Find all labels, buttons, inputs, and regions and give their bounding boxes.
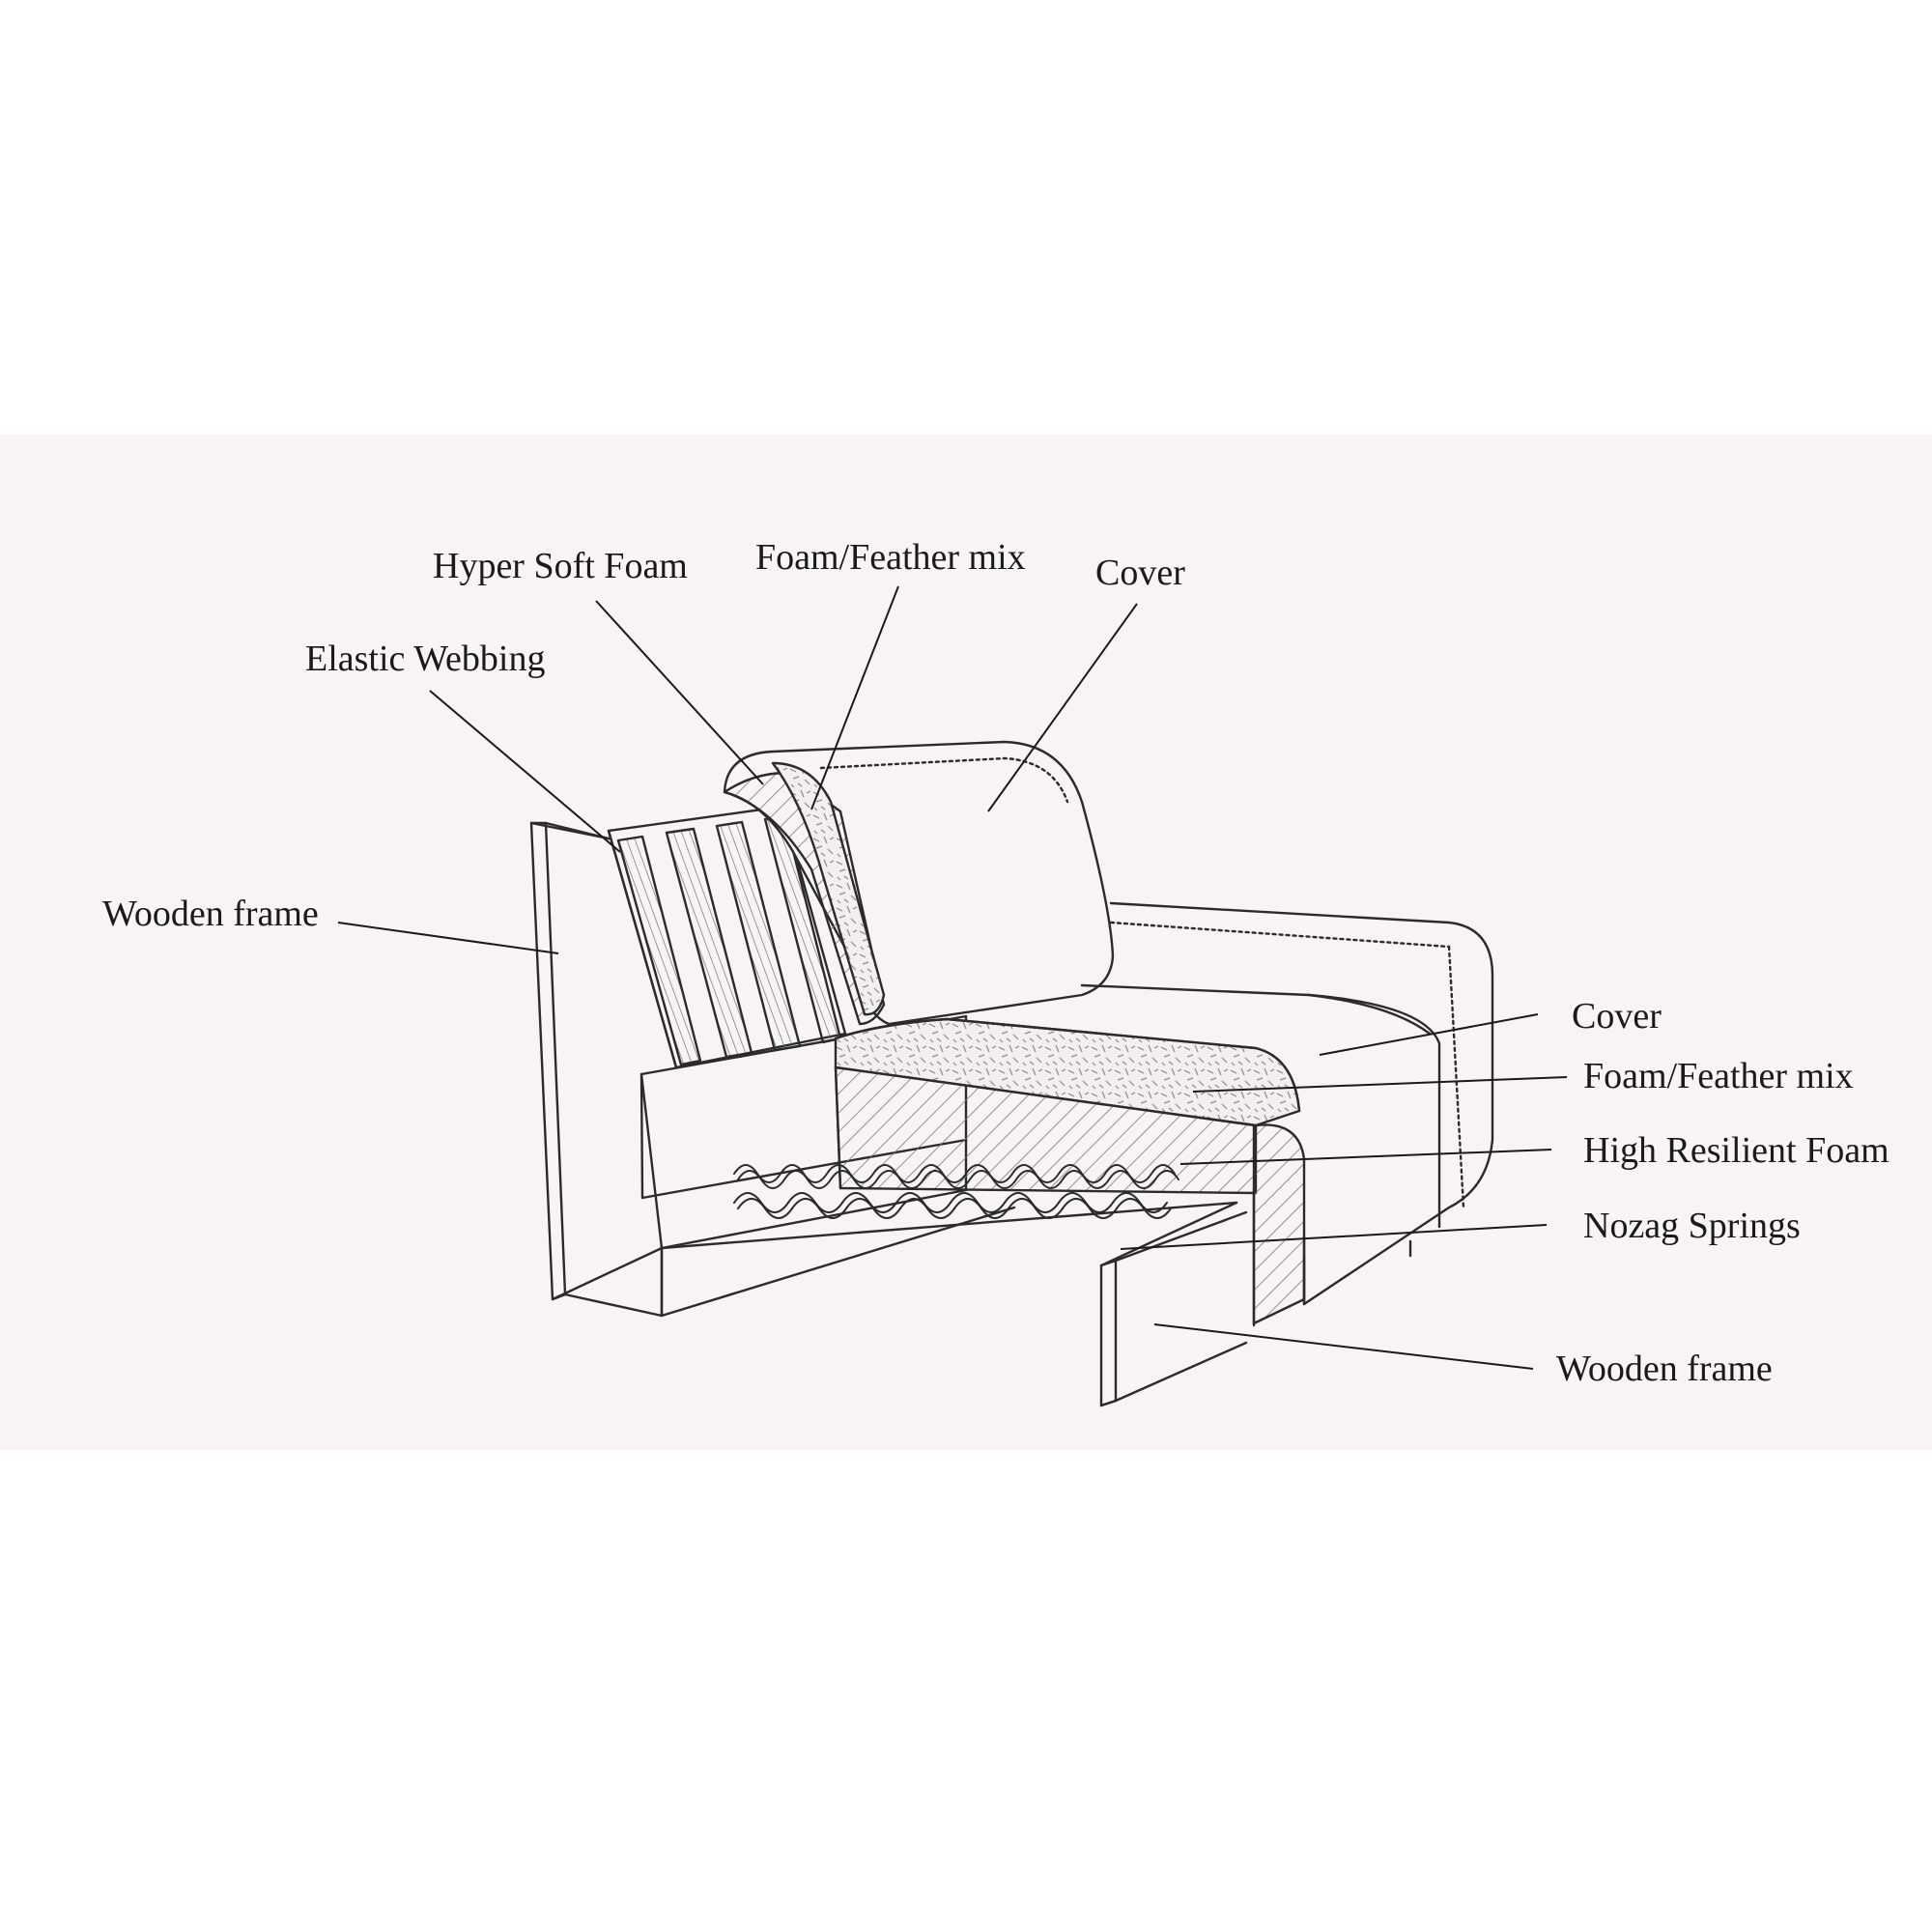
leader-lines — [337, 585, 1568, 1370]
leader-cover-back — [987, 603, 1138, 812]
leader-elastic-webbing — [429, 690, 621, 853]
nozag-springs — [733, 1164, 1179, 1219]
label-cover-back: Cover — [1095, 553, 1185, 593]
leader-high-resilient-foam — [1179, 1149, 1552, 1165]
leader-cover-seat — [1319, 1013, 1539, 1056]
label-elastic-webbing: Elastic Webbing — [305, 639, 546, 679]
label-cover-seat: Cover — [1572, 996, 1662, 1037]
seat-high-resilient-foam — [834, 1065, 1306, 1327]
bottom-wooden-frame — [660, 1201, 1248, 1407]
label-foam-feather-mix-seat: Foam/Feather mix — [1583, 1056, 1854, 1096]
leader-foam-feather-seat — [1192, 1076, 1568, 1093]
leader-wooden-frame-bottom — [1153, 1323, 1534, 1370]
seat-foam-feather-layer — [834, 1017, 1301, 1127]
label-hyper-soft-foam: Hyper Soft Foam — [433, 546, 688, 586]
leader-foam-feather-back — [810, 585, 899, 810]
label-high-resilient-foam: High Resilient Foam — [1583, 1130, 1889, 1171]
leader-nozag-springs — [1120, 1224, 1548, 1250]
label-wooden-frame-bottom: Wooden frame — [1556, 1349, 1773, 1389]
leader-wooden-frame-left — [337, 922, 559, 954]
leader-hyper-soft-foam — [595, 600, 764, 785]
label-foam-feather-mix-back: Foam/Feather mix — [755, 537, 1026, 578]
elastic-webbing — [607, 805, 847, 1069]
label-wooden-frame-left: Wooden frame — [102, 894, 319, 934]
label-nozag-springs: Nozag Springs — [1583, 1206, 1801, 1246]
back-cushion — [723, 740, 1115, 1026]
